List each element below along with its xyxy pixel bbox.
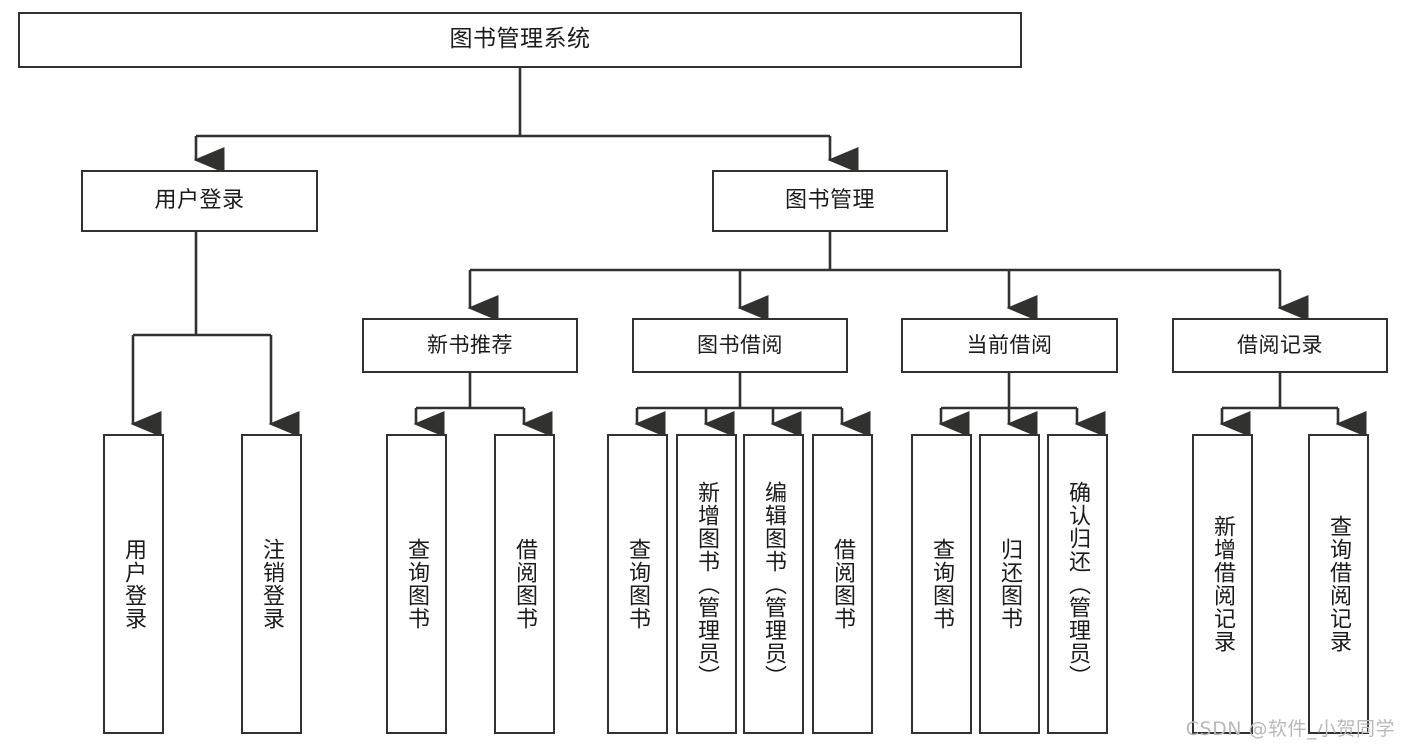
leaf-edit-book-admin[interactable]: 编辑图书（管理员） bbox=[743, 434, 804, 734]
node-current-borrow[interactable]: 当前借阅 bbox=[901, 318, 1118, 373]
node-label: 图书管理 bbox=[784, 187, 875, 213]
leaf-query-book-borrow[interactable]: 查询图书 bbox=[607, 434, 668, 734]
node-label: 用户登录 bbox=[154, 187, 245, 213]
leaf-query-book-current[interactable]: 查询图书 bbox=[911, 434, 972, 734]
leaf-borrow-book-recommend[interactable]: 借阅图书 bbox=[494, 434, 555, 734]
leaf-query-book-recommend[interactable]: 查询图书 bbox=[386, 434, 447, 734]
leaf-confirm-return-admin[interactable]: 确认归还（管理员） bbox=[1047, 434, 1108, 734]
node-new-book-recommend[interactable]: 新书推荐 bbox=[362, 318, 578, 373]
leaf-user-logout[interactable]: 注销登录 bbox=[241, 434, 302, 734]
leaf-borrow-book[interactable]: 借阅图书 bbox=[812, 434, 873, 734]
node-book-borrow[interactable]: 图书借阅 bbox=[632, 318, 848, 373]
node-borrow-record[interactable]: 借阅记录 bbox=[1172, 318, 1388, 373]
node-label: 查询图书 bbox=[929, 538, 955, 630]
node-label: 归还图书 bbox=[997, 538, 1023, 630]
watermark-text: CSDN @软件_小贺同学 bbox=[1185, 718, 1395, 740]
node-label: 图书借阅 bbox=[697, 332, 783, 357]
node-label: 新增图书（管理员） bbox=[694, 480, 720, 688]
node-user-login[interactable]: 用户登录 bbox=[81, 170, 318, 232]
node-label: 图书管理系统 bbox=[449, 26, 591, 53]
leaf-user-login[interactable]: 用户登录 bbox=[103, 434, 164, 734]
node-label: 编辑图书（管理员） bbox=[761, 480, 787, 688]
node-label: 借阅图书 bbox=[830, 538, 856, 630]
node-book-management[interactable]: 图书管理 bbox=[712, 170, 948, 232]
node-label: 查询借阅记录 bbox=[1326, 515, 1352, 653]
leaf-query-borrow-record[interactable]: 查询借阅记录 bbox=[1308, 434, 1369, 734]
node-root-system[interactable]: 图书管理系统 bbox=[18, 12, 1022, 68]
leaf-return-book[interactable]: 归还图书 bbox=[979, 434, 1040, 734]
node-label: 借阅图书 bbox=[512, 538, 538, 630]
node-label: 新书推荐 bbox=[427, 332, 513, 357]
node-label: 用户登录 bbox=[121, 538, 147, 630]
leaf-add-book-admin[interactable]: 新增图书（管理员） bbox=[676, 434, 737, 734]
node-label: 注销登录 bbox=[259, 538, 285, 630]
node-label: 确认归还（管理员） bbox=[1065, 480, 1091, 688]
node-label: 新增借阅记录 bbox=[1210, 515, 1236, 653]
node-label: 当前借阅 bbox=[966, 332, 1053, 357]
node-label: 查询图书 bbox=[625, 538, 651, 630]
leaf-add-borrow-record[interactable]: 新增借阅记录 bbox=[1192, 434, 1253, 734]
node-label: 查询图书 bbox=[404, 538, 430, 630]
node-label: 借阅记录 bbox=[1237, 332, 1323, 357]
